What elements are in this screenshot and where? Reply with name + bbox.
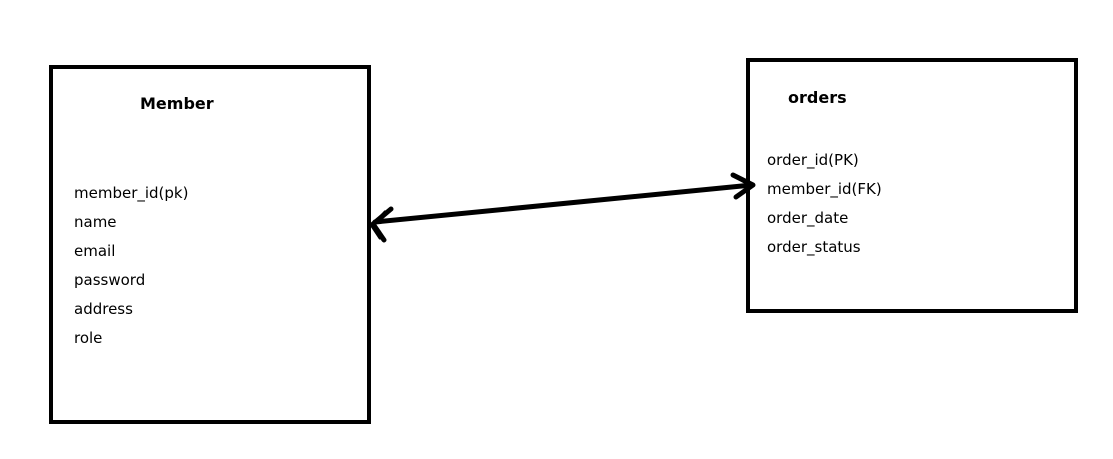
- member-attribute-role: role: [74, 329, 103, 347]
- orders-attribute-order-id: order_id(PK): [767, 151, 859, 169]
- orders-entity-box: orders order_id(PK) member_id(FK) order_…: [746, 58, 1078, 313]
- orders-entity-title: orders: [788, 88, 847, 107]
- member-attribute-member-id: member_id(pk): [74, 184, 189, 202]
- member-entity-title: Member: [140, 94, 214, 113]
- orders-attribute-order-status: order_status: [767, 238, 861, 256]
- member-attribute-address: address: [74, 300, 133, 318]
- member-entity-box: Member member_id(pk) name email password…: [49, 65, 371, 424]
- member-attribute-name: name: [74, 213, 117, 231]
- orders-attribute-order-date: order_date: [767, 209, 849, 227]
- member-attribute-password: password: [74, 271, 146, 289]
- orders-end-arrowhead-shade: [736, 176, 753, 196]
- member-attribute-list: member_id(pk) name email password addres…: [74, 179, 188, 353]
- member-end-arrowhead-shade: [370, 210, 387, 240]
- orders-attribute-member-id: member_id(FK): [767, 180, 882, 198]
- relationship-line: [372, 182, 755, 225]
- orders-attribute-list: order_id(PK) member_id(FK) order_date or…: [767, 146, 882, 262]
- member-attribute-email: email: [74, 242, 116, 260]
